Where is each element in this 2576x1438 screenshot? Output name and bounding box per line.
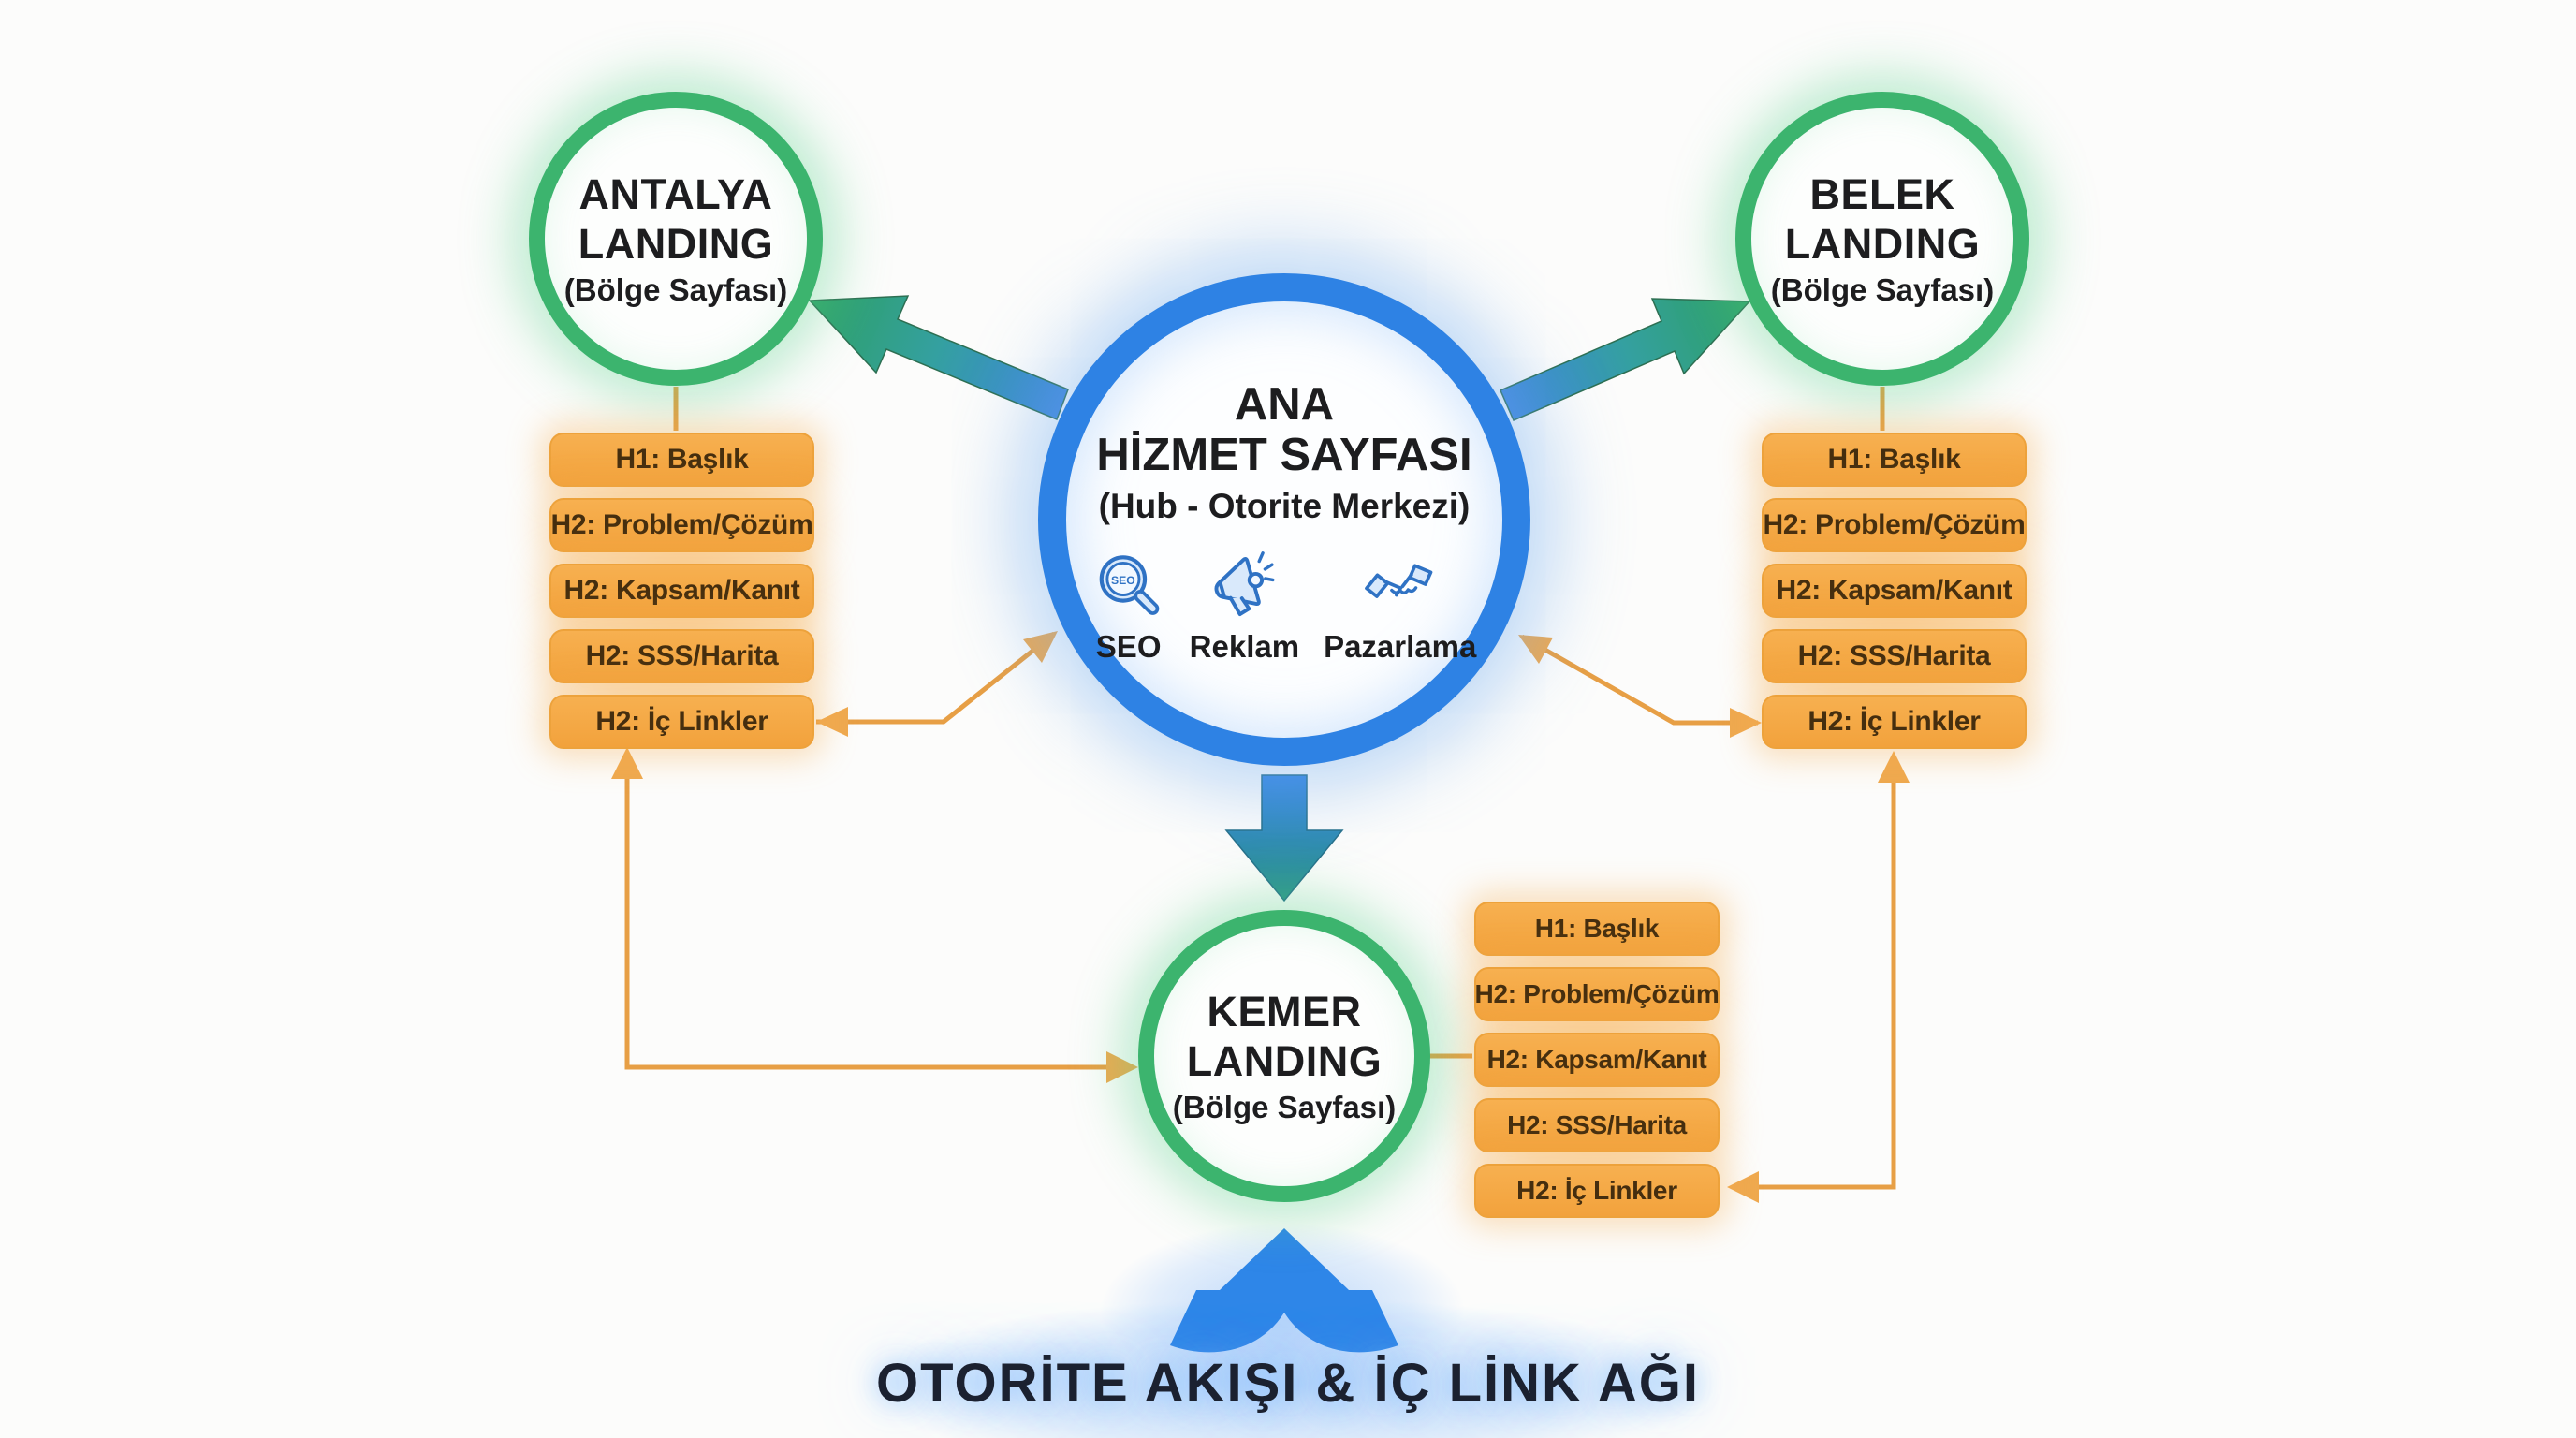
kemer-box-h1-baslik: H1: Başlık <box>1474 902 1720 956</box>
kemer-landing-circle: KEMER LANDING (Bölge Sayfası) <box>1138 910 1430 1202</box>
belek-box-h2-sss: H2: SSS/Harita <box>1762 629 2027 683</box>
hub-to-antalya-arrow <box>808 295 1069 420</box>
kemer-box-h2-sss: H2: SSS/Harita <box>1474 1098 1720 1152</box>
belek-box-h2-problem: H2: Problem/Çözüm <box>1762 498 2027 552</box>
authority-flow-up-arrow <box>1170 1228 1398 1353</box>
antalya-landing-circle: ANTALYA LANDING (Bölge Sayfası) <box>529 92 823 386</box>
right-iclinkler-hub-link <box>1520 634 1758 726</box>
hub-icons-row: SEO SEO <box>1092 550 1476 665</box>
hub-icon-pazarlama-label: Pazarlama <box>1324 628 1477 664</box>
kemer-title-line2: LANDING <box>1186 1037 1383 1085</box>
belek-box-h2-iclinkler: H2: İç Linkler <box>1762 695 2027 749</box>
kemer-box-h2-kapsam: H2: Kapsam/Kanıt <box>1474 1033 1720 1087</box>
hub-circle: ANA HİZMET SAYFASI (Hub - Otorite Merkez… <box>1038 273 1530 766</box>
hub-icon-pazarlama: Pazarlama <box>1324 550 1476 665</box>
diagram-title: OTORİTE AKIŞI & İÇ LİNK AĞI <box>876 1353 1700 1414</box>
belek-landing-circle: BELEK LANDING (Bölge Sayfası) <box>1735 92 2029 386</box>
hub-subtitle: (Hub - Otorite Merkezi) <box>1098 486 1471 525</box>
right-iclinkler-kemer-link <box>1734 758 1896 1190</box>
antalya-box-h2-kapsam: H2: Kapsam/Kanıt <box>549 564 814 618</box>
hub-icon-seo-label: SEO <box>1095 628 1162 664</box>
seo-badge-text: SEO <box>1111 574 1135 587</box>
left-iclinkler-hub-link <box>816 632 1056 725</box>
belek-box-h1-baslik: H1: Başlık <box>1762 433 2027 487</box>
hub-title-line2: HİZMET SAYFASI <box>1096 430 1472 480</box>
belek-box-h2-kapsam: H2: Kapsam/Kanıt <box>1762 564 2027 618</box>
kemer-subtitle: (Bölge Sayfası) <box>1172 1090 1397 1125</box>
antalya-box-h2-sss: H2: SSS/Harita <box>549 629 814 683</box>
belek-title-line1: BELEK <box>1809 169 1955 218</box>
left-iclinkler-kemer-link <box>624 755 1131 1070</box>
kemer-title-line1: KEMER <box>1207 987 1362 1035</box>
megaphone-icon <box>1214 551 1275 616</box>
hub-icon-seo: SEO SEO <box>1092 550 1165 665</box>
kemer-box-h2-problem: H2: Problem/Çözüm <box>1474 967 1720 1021</box>
antalya-subtitle: (Bölge Sayfası) <box>564 272 788 308</box>
handshake-icon <box>1364 564 1433 598</box>
antalya-box-h1-baslik: H1: Başlık <box>549 433 814 487</box>
hub-icon-reklam-label: Reklam <box>1189 628 1300 664</box>
antalya-box-h2-problem: H2: Problem/Çözüm <box>549 498 814 552</box>
antalya-title-line2: LANDING <box>578 220 774 268</box>
hub-to-belek-arrow <box>1500 298 1751 421</box>
seo-magnifier-icon: SEO <box>1099 555 1159 615</box>
hub-to-kemer-arrow <box>1224 774 1344 902</box>
antalya-box-h2-iclinkler: H2: İç Linkler <box>549 695 814 749</box>
hub-icon-reklam: Reklam <box>1190 550 1299 665</box>
kemer-box-h2-iclinkler: H2: İç Linkler <box>1474 1164 1720 1218</box>
hub-title-line1: ANA <box>1234 379 1335 431</box>
belek-subtitle: (Bölge Sayfası) <box>1770 272 1995 308</box>
belek-title-line2: LANDING <box>1784 220 1981 268</box>
antalya-title-line1: ANTALYA <box>578 169 773 218</box>
